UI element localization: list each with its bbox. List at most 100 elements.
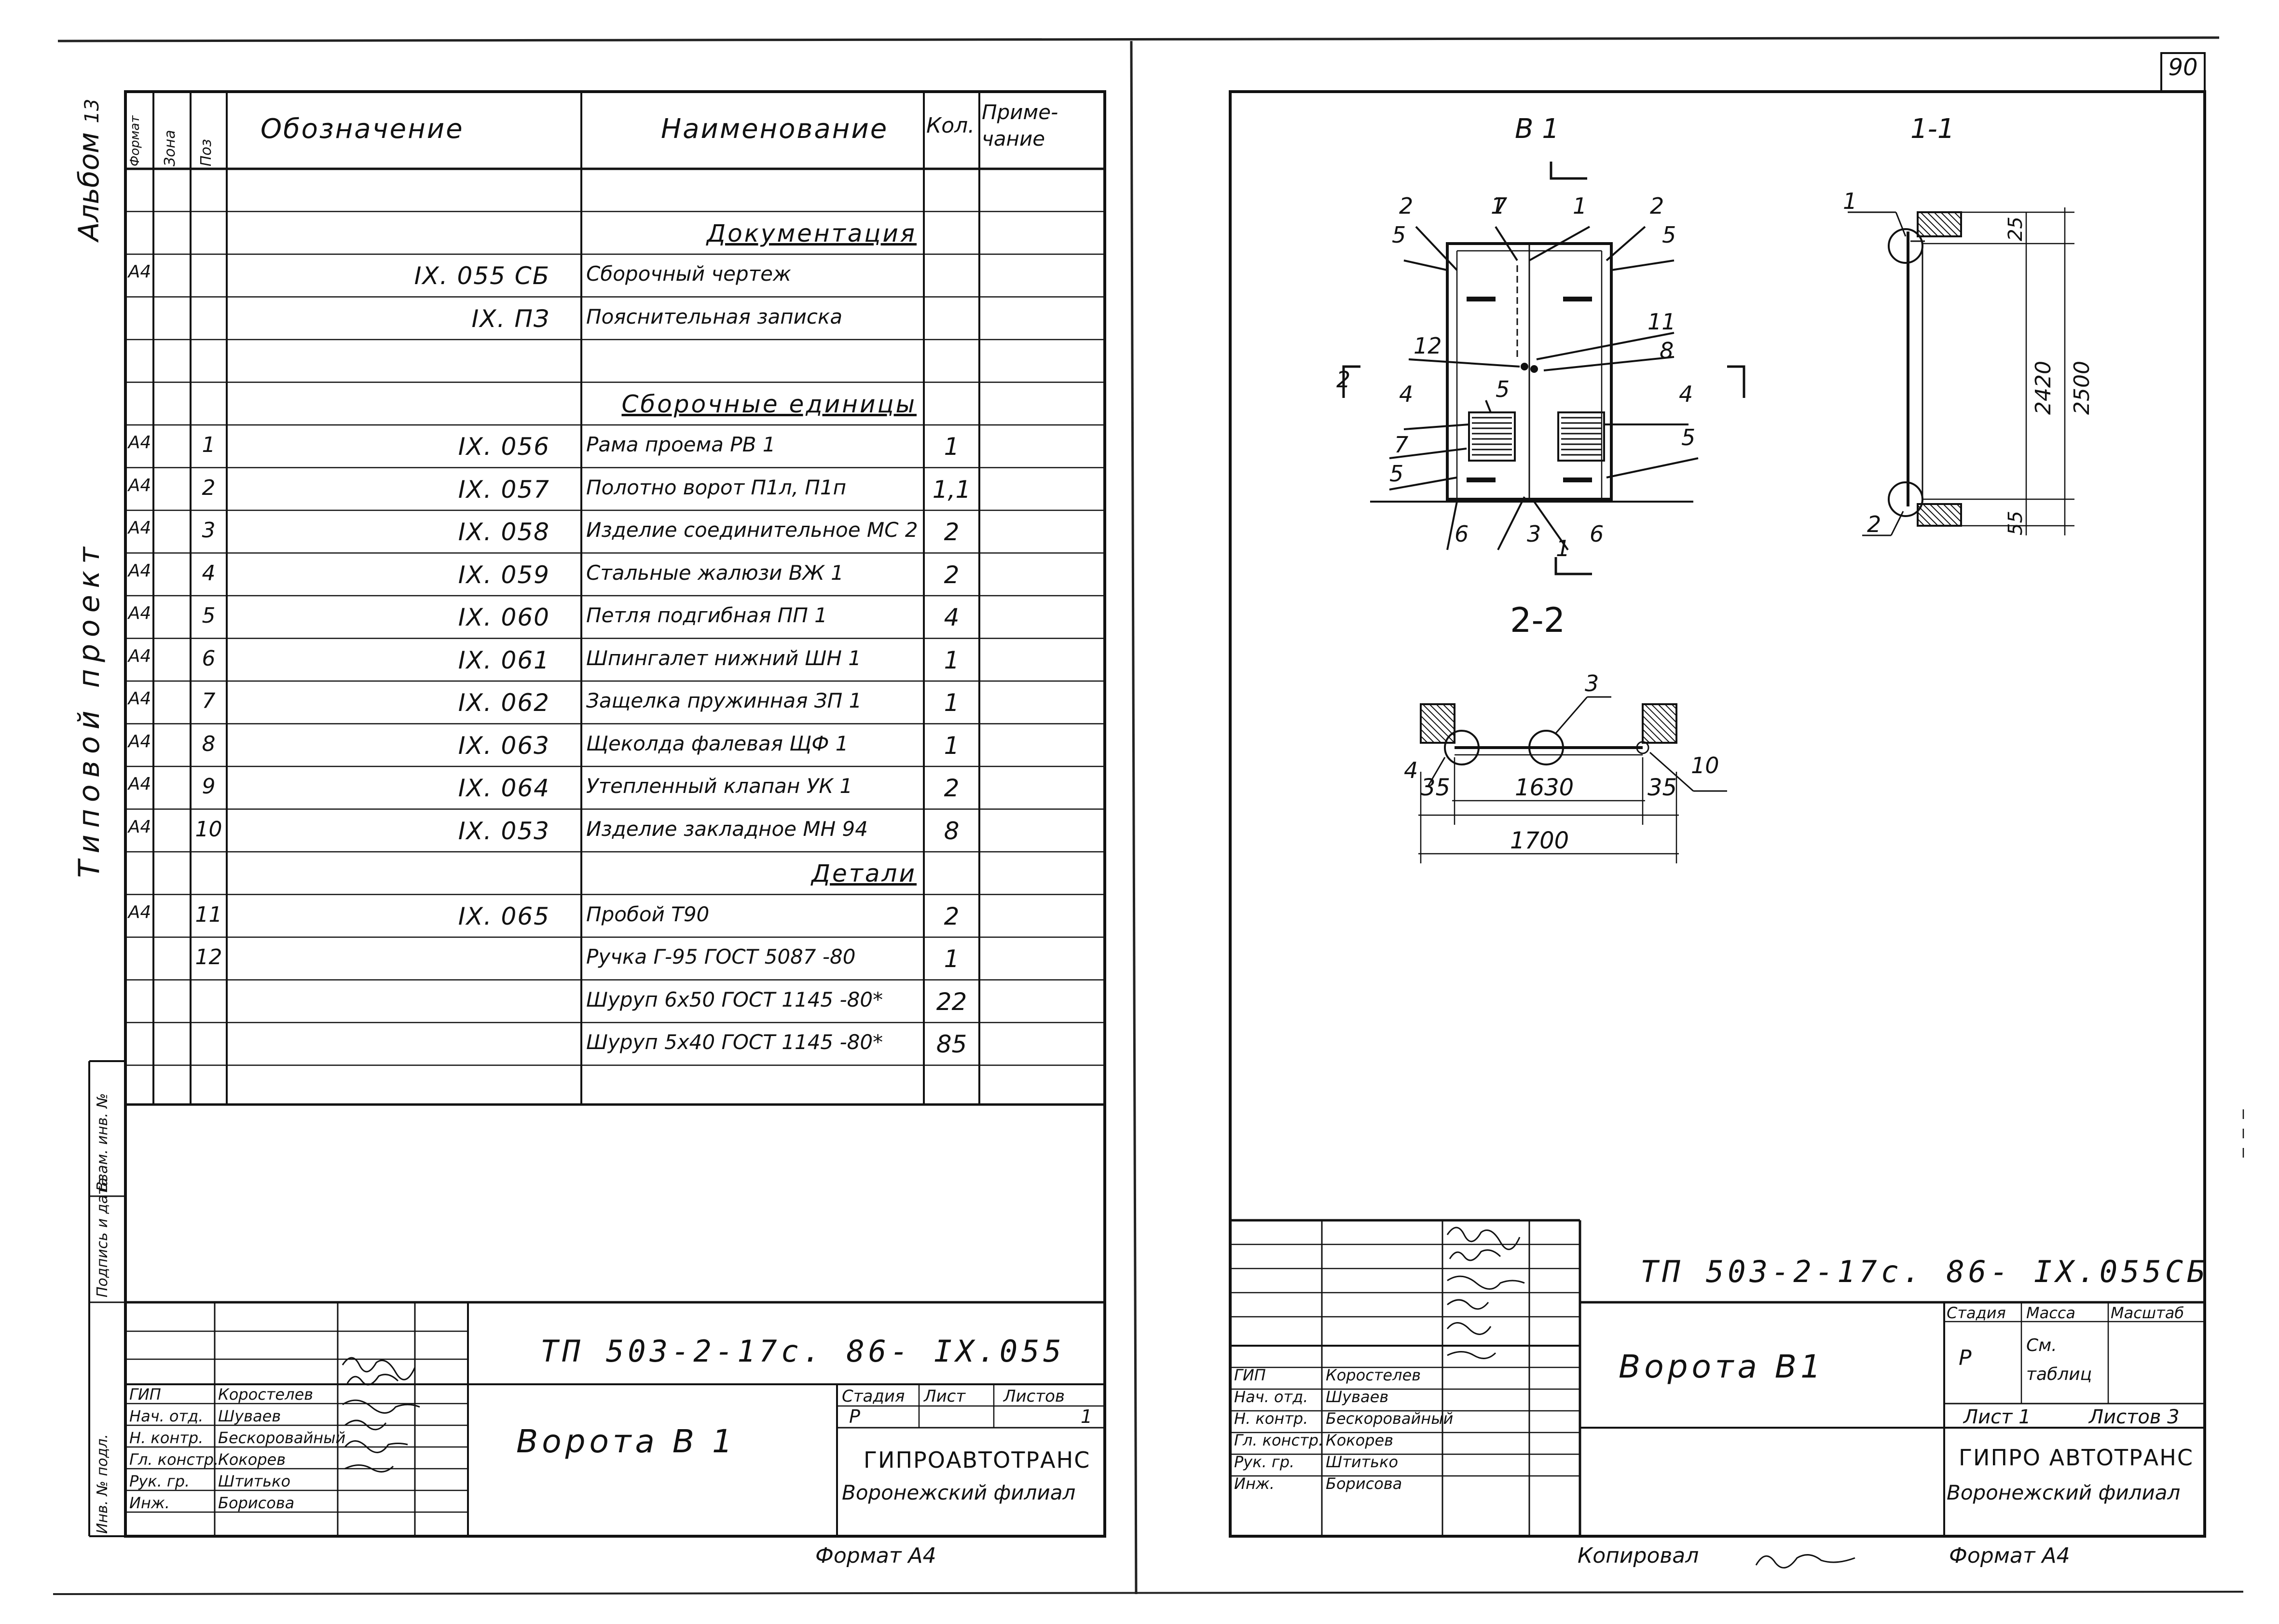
spec-cell-qty: 1	[944, 689, 960, 717]
right-sheets: Листов 3	[2089, 1406, 2180, 1428]
view-b1-label: В 1	[1515, 113, 1559, 145]
left-sheet-label: Лист	[924, 1387, 966, 1406]
spec-cell-name: Изделие закладное МН 94	[586, 817, 868, 841]
spec-cell-format: А4	[128, 731, 151, 751]
spec-cell-qty: 22	[936, 987, 967, 1016]
spec-cell-qty: 2	[944, 902, 960, 930]
spec-cell-qty: 1	[944, 433, 960, 461]
right-sheet: Лист 1	[1963, 1406, 2031, 1428]
hdr-name: Наименование	[661, 113, 889, 145]
hdr-qty: Кол.	[926, 113, 975, 138]
spec-cell-name: Изделие соединительное МС 2	[586, 518, 918, 542]
left-title-name: Ворота В 1	[516, 1423, 737, 1460]
spec-cell-name: Защелка пружинная ЗП 1	[586, 689, 862, 712]
spec-cell-designation: IX. 057	[458, 475, 550, 504]
dim-35-right: 35	[1647, 774, 1677, 801]
spec-cell-qty: 1,1	[932, 475, 971, 504]
spec-cell-name: Полотно ворот П1л, П1п	[586, 475, 847, 499]
spec-cell-name: Пробой Т90	[586, 902, 710, 926]
spec-cell-pos: 4	[202, 560, 216, 586]
spec-cell-pos: 8	[202, 731, 216, 756]
callout-2: 2	[1650, 193, 1664, 219]
person-role: ГИП	[1234, 1366, 1266, 1384]
spec-cell-qty: 2	[944, 774, 960, 802]
spec-cell-designation: IX. 063	[458, 731, 550, 760]
album-label-text: Альбом	[72, 132, 105, 241]
person-name: Бескоровайный	[218, 1429, 346, 1447]
spec-cell-format: А4	[128, 817, 151, 837]
spec-cell-name: Рама проема РВ 1	[586, 433, 776, 456]
spec-cell-pos: 3	[202, 518, 216, 543]
spec-cell-qty: 1	[944, 945, 960, 973]
left-stage: Р	[849, 1406, 860, 1427]
spec-cell-pos: 10	[195, 817, 222, 842]
stamp-sign-date: Подпись и дата	[94, 1177, 111, 1298]
callout-5: 5	[1496, 376, 1510, 402]
callout-2: 2	[1399, 193, 1414, 219]
section-1-1-label: 1-1	[1910, 113, 1955, 145]
hdr-note: Приме- чание	[982, 100, 1058, 150]
spec-cell-format: А4	[128, 433, 151, 452]
callout-7: 7	[1394, 432, 1409, 458]
hdr-zone: Зона	[162, 130, 178, 166]
callout-12: 12	[1414, 333, 1442, 359]
person-role: Нач. отд.	[129, 1407, 204, 1425]
right-title-name: Ворота В1	[1619, 1348, 1825, 1385]
callout-2: 2	[1867, 511, 1881, 537]
spec-cell-format: А4	[128, 475, 151, 495]
person-name: Кокорев	[218, 1450, 286, 1469]
callout-8: 8	[1660, 338, 1674, 364]
callout-3: 3	[1585, 670, 1599, 696]
spec-cell-designation: IX. 058	[458, 518, 550, 546]
spec-cell-pos: 6	[202, 646, 216, 671]
spec-cell-designation: IX. 064	[458, 774, 550, 802]
right-page-frame	[1229, 52, 2206, 1538]
left-sheets-label: Листов	[1003, 1387, 1065, 1406]
spec-cell-name: Ручка Г-95 ГОСТ 5087 -80	[586, 945, 856, 969]
section-2-2-label: 2-2	[1510, 600, 1565, 640]
gate-front-view	[1342, 162, 1745, 575]
spec-cell-pos: 5	[202, 603, 216, 628]
spec-cell-designation: IX. 060	[458, 603, 550, 631]
spec-cell-designation: IX. 056	[458, 433, 550, 461]
right-org: ГИПРО АВТОТРАНС	[1959, 1445, 2194, 1471]
callout-2: 2	[1336, 367, 1351, 393]
hdr-format: Формат	[128, 115, 142, 167]
footer-format-right: Формат А4	[1949, 1543, 2070, 1568]
callout-4: 4	[1679, 381, 1693, 407]
spec-cell-pos: 1	[202, 433, 216, 457]
spec-cell-pos: 2	[202, 475, 216, 500]
stamp-inv-orig: Инв. № подл.	[94, 1434, 111, 1534]
hdr-designation: Обозначение	[261, 113, 464, 145]
spec-cell-name: Щеколда фалевая ЩФ 1	[586, 731, 849, 755]
person-role: ГИП	[129, 1385, 161, 1404]
person-name: Коростелев	[1326, 1366, 1421, 1384]
spec-cell-pos: 12	[195, 945, 222, 969]
spec-section-title: Сборочные единицы	[621, 390, 917, 418]
right-stage: Р	[1959, 1346, 1972, 1370]
spec-cell-designation: IX. 059	[458, 560, 550, 589]
person-name: Кокорев	[1326, 1431, 1394, 1449]
spec-cell-format: А4	[128, 518, 151, 538]
spec-cell-designation: IX. 061	[458, 646, 550, 674]
callout-3: 3	[1527, 521, 1541, 547]
dim-35-left: 35	[1421, 774, 1451, 801]
dim-55: 55	[2004, 511, 2027, 535]
spec-section-title: Документация	[707, 219, 917, 247]
right-branch: Воронежский филиал	[1947, 1481, 2181, 1504]
spec-cell-designation: IX. 053	[458, 817, 550, 845]
left-branch: Воронежский филиал	[842, 1481, 1076, 1504]
dim-25: 25	[2004, 217, 2027, 241]
person-name: Штитько	[218, 1472, 291, 1490]
callout-6: 6	[1455, 521, 1469, 547]
person-role: Гл. констр.	[1234, 1431, 1324, 1449]
callout-7: 7	[1493, 193, 1508, 219]
section-1-1	[1848, 207, 2074, 536]
signatures	[342, 1227, 1855, 1569]
right-title-code: ТП 503-2-17с. 86- IX.055СБ	[1640, 1254, 2209, 1289]
album-number: 13	[81, 98, 103, 123]
spec-cell-format: А4	[128, 902, 151, 922]
spec-cell-qty: 4	[944, 603, 960, 631]
callout-5: 5	[1662, 222, 1676, 248]
